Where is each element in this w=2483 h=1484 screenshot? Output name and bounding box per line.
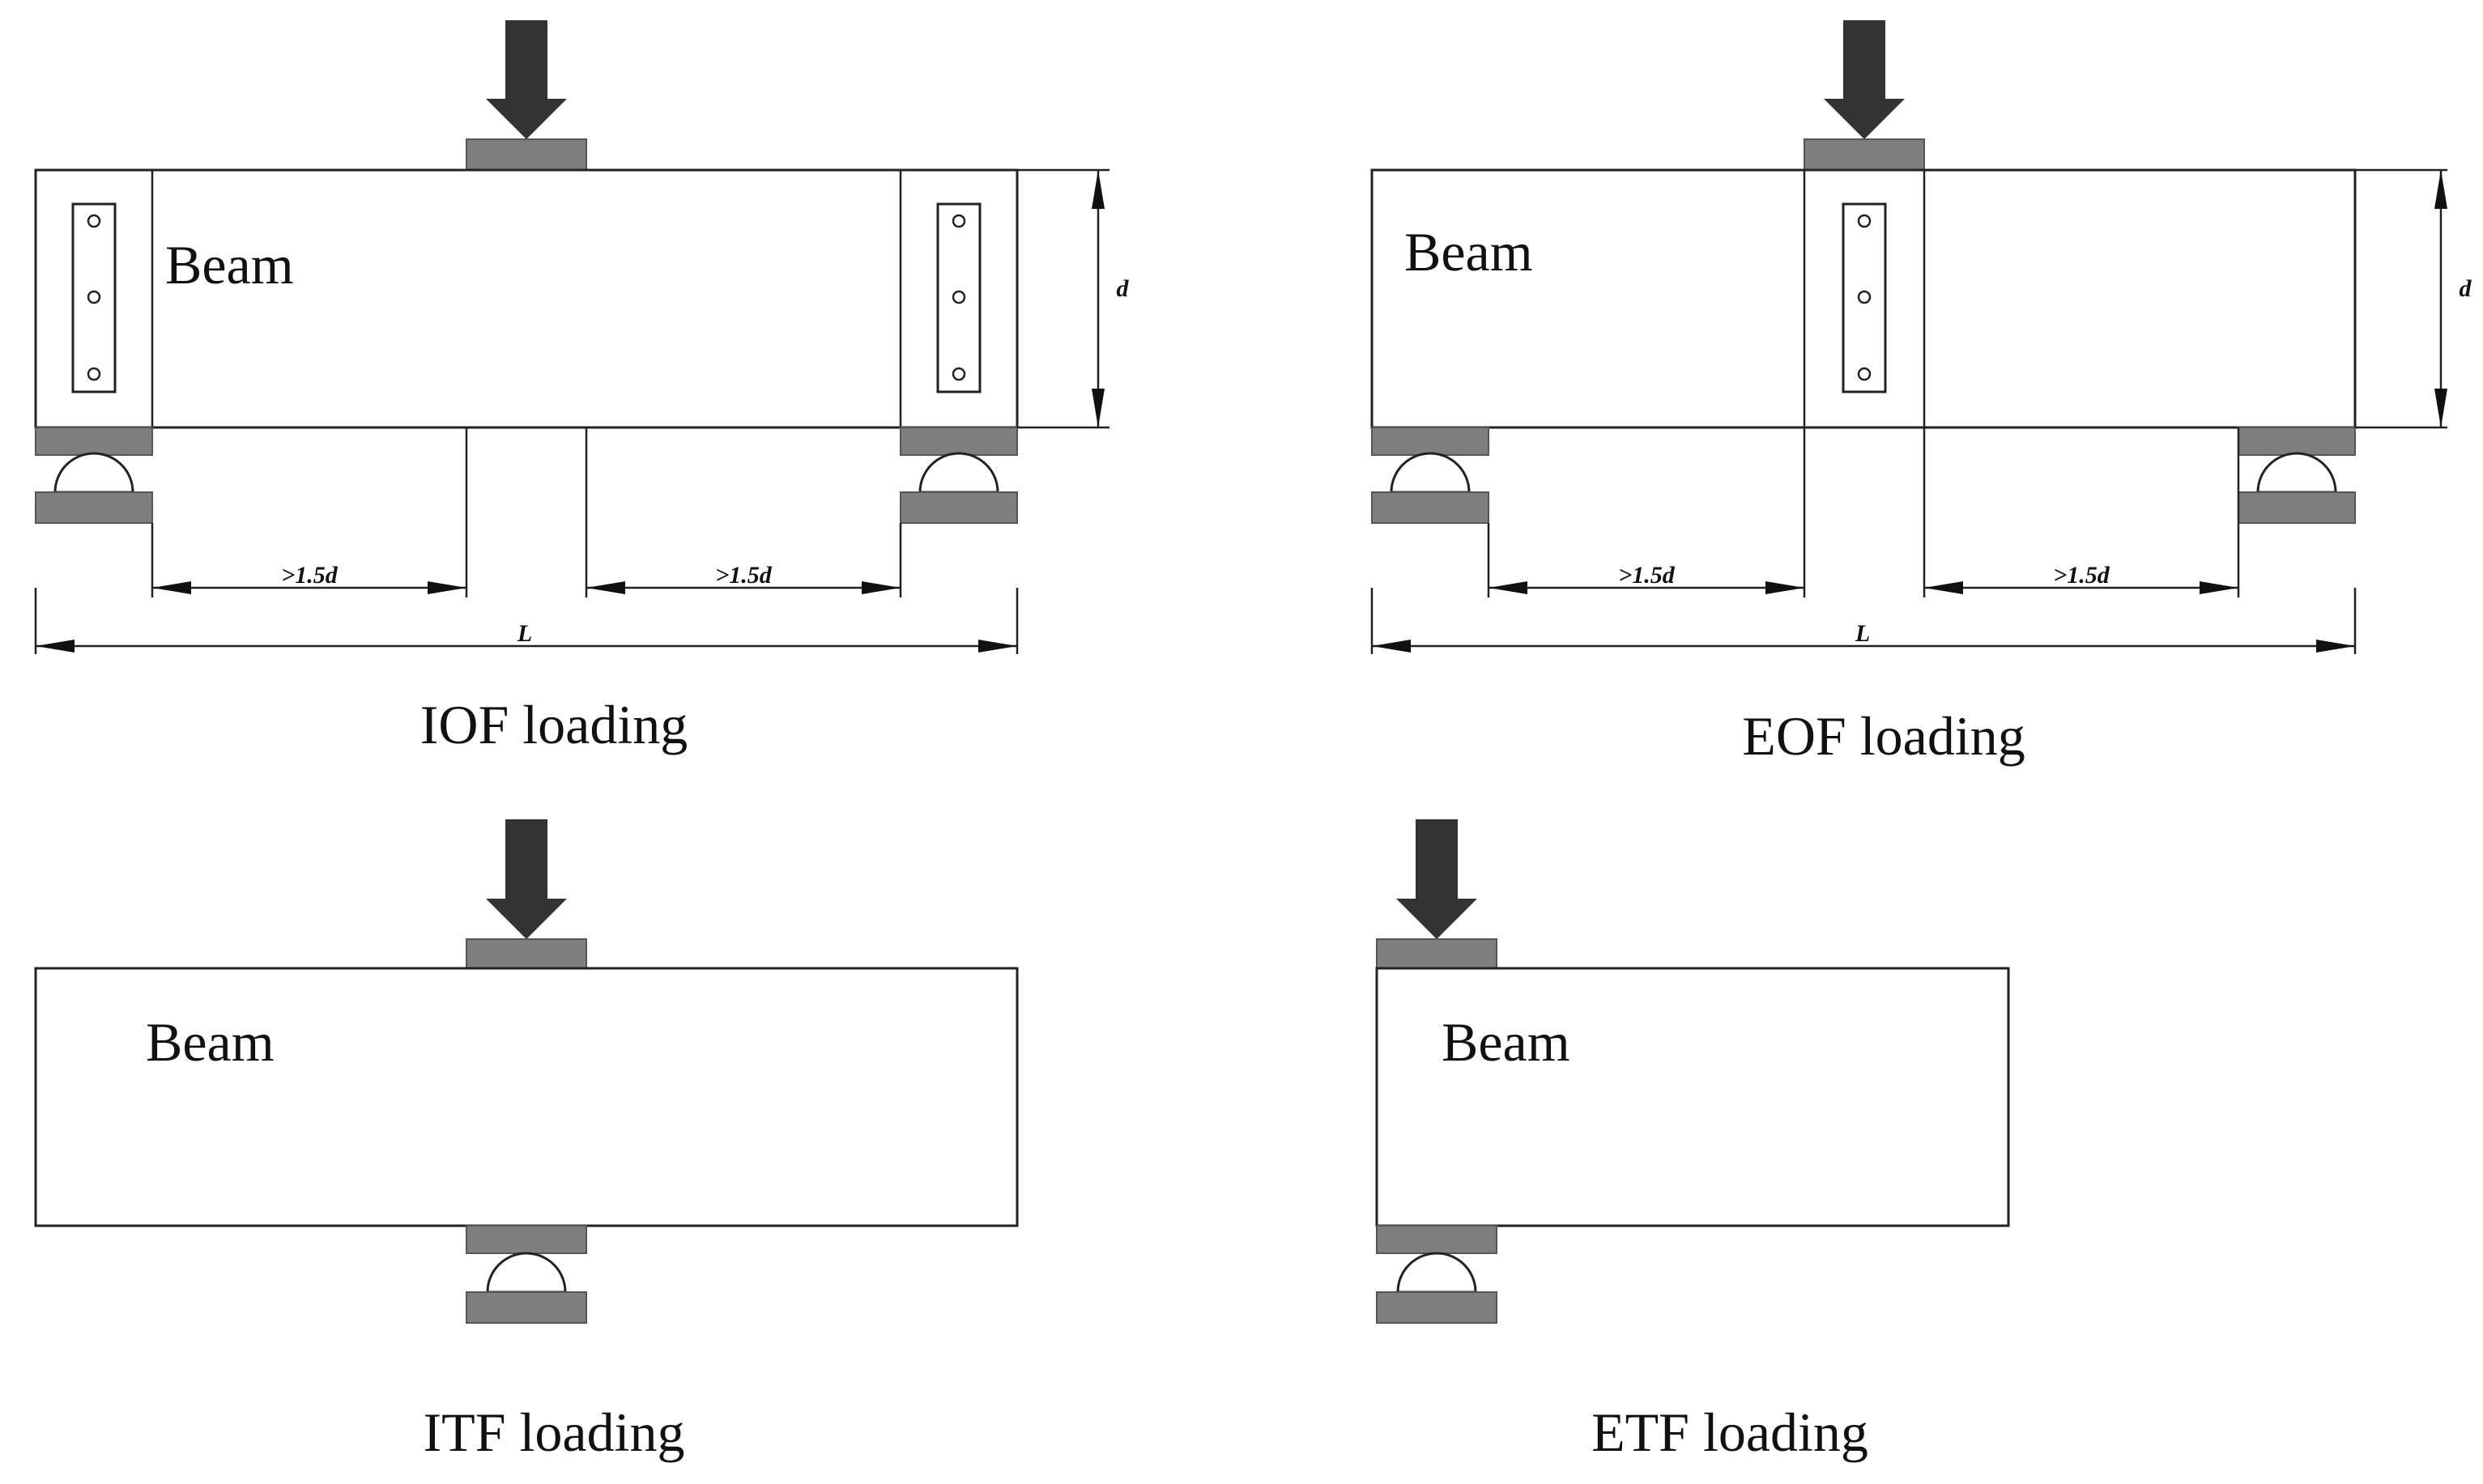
load-arrow-icon: [1824, 20, 1905, 139]
bearing-plate-right: [2238, 427, 2356, 456]
load-arrow-icon: [486, 819, 567, 939]
beam-label: Beam: [1404, 221, 1533, 283]
bearing-plate: [466, 1225, 587, 1254]
depth-label: d: [2460, 275, 2472, 302]
span-label: L: [1855, 620, 1870, 647]
roller-left-icon: [1390, 452, 1471, 494]
depth-label: d: [1117, 275, 1130, 302]
panel-itf: Beam ITF loading: [34, 819, 1019, 1463]
clear-span-left-label: >1.5d: [1618, 562, 1676, 589]
clear-span-left-label: >1.5d: [281, 562, 339, 589]
clear-span-right-label: >1.5d: [2053, 562, 2110, 589]
caption-iof: IOF loading: [420, 694, 688, 755]
caption-itf: ITF loading: [424, 1401, 685, 1463]
roller-right-icon: [918, 452, 999, 494]
load-arrow-icon: [486, 20, 567, 139]
bearing-plate-right: [900, 427, 1018, 456]
loading-plate: [1376, 938, 1497, 969]
beam-label: Beam: [1442, 1011, 1570, 1073]
caption-eof: EOF loading: [1742, 705, 2025, 767]
base-plate-left: [1371, 491, 1489, 524]
roller-right-icon: [2256, 452, 2337, 494]
beam-body: [34, 168, 1019, 429]
base-plate-left: [35, 491, 153, 524]
roller-icon: [1396, 1252, 1477, 1294]
base-plate: [1376, 1291, 1497, 1324]
panel-etf: Beam ETF loading: [1375, 819, 2010, 1463]
roller-icon: [486, 1252, 567, 1294]
base-plate-right: [900, 491, 1018, 524]
loading-plate: [466, 938, 587, 969]
panel-iof: >1.5d >1.5d L d Beam IOF loading: [34, 20, 1130, 755]
beam-label: Beam: [165, 234, 294, 296]
loading-plate: [466, 138, 587, 171]
beam-body: [34, 967, 1019, 1227]
panel-eof: >1.5d >1.5d L d Beam EOF loading: [1370, 20, 2472, 767]
loading-plate: [1804, 138, 1925, 171]
bearing-plate-left: [35, 427, 153, 456]
bearing-plate: [1376, 1225, 1497, 1254]
roller-left-icon: [53, 452, 134, 494]
base-plate-right: [2238, 491, 2356, 524]
span-label: L: [517, 620, 532, 647]
caption-etf: ETF loading: [1591, 1401, 1868, 1463]
base-plate: [466, 1291, 587, 1324]
load-arrow-icon: [1396, 819, 1477, 939]
bearing-plate-left: [1371, 427, 1489, 456]
beam-body: [1375, 967, 2010, 1227]
beam-label: Beam: [146, 1011, 275, 1073]
clear-span-right-label: >1.5d: [715, 562, 773, 589]
